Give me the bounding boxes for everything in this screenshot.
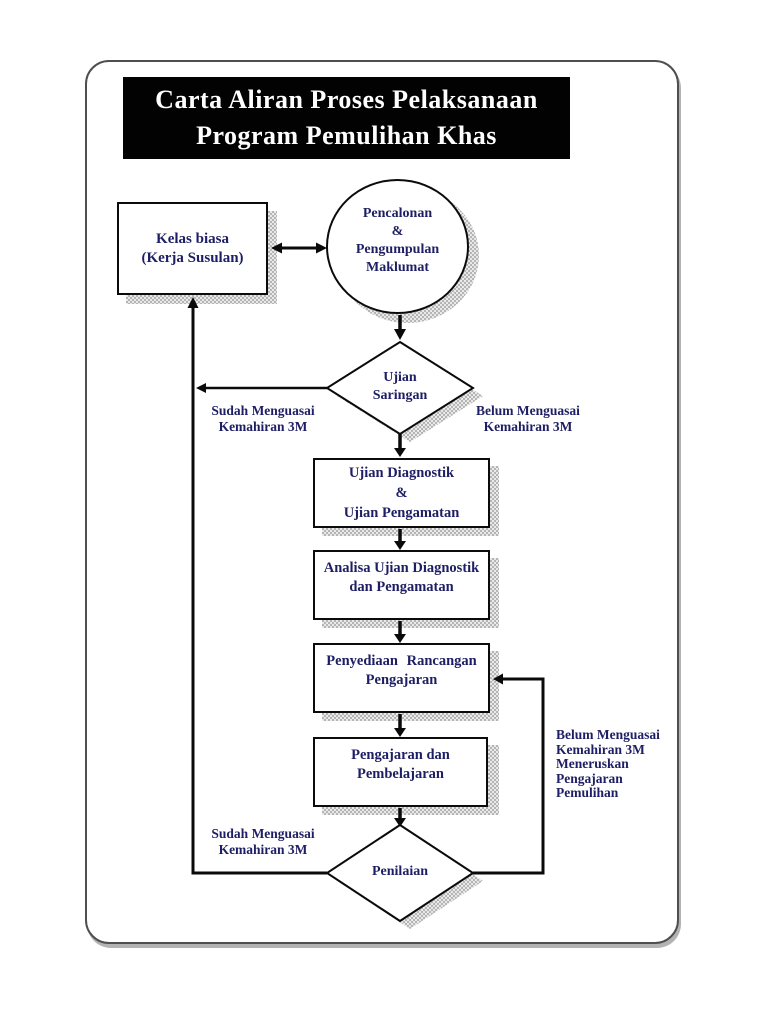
node-pengajaran-line: Pembelajaran <box>357 766 444 782</box>
edge-label-line: Kemahiran 3M <box>483 419 573 434</box>
title-banner: Carta Aliran Proses Pelaksanaan Program … <box>123 77 570 159</box>
title-line-1: Carta Aliran Proses Pelaksanaan <box>155 85 538 114</box>
node-penyediaan-line: Pengajaran <box>365 672 438 688</box>
edge-label-line: Belum Menguasai <box>556 727 660 742</box>
decision-saringan-line: Ujian <box>383 370 417 385</box>
edge-label-line: Belum Menguasai <box>476 403 580 418</box>
edge-label-line: Meneruskan <box>556 756 629 771</box>
node-ujian-diagnostik-line: & <box>395 485 408 501</box>
node-analisa: Analisa Ujian Diagnostik dan Pengamatan <box>313 550 490 620</box>
node-kelas-biasa-line: Kelas biasa <box>156 230 229 247</box>
node-penyediaan-line: Penyediaan Rancangan <box>326 653 477 669</box>
edge-label-line: Pemulihan <box>556 785 619 800</box>
node-kelas-biasa: Kelas biasa (Kerja Susulan) <box>117 202 268 295</box>
edge-label-line: Kemahiran 3M <box>218 419 308 434</box>
edge-label-line: Kemahiran 3M <box>556 741 645 757</box>
edge-label-line: Sudah Menguasai <box>211 403 315 418</box>
node-pencalonan-line: Pencalonan <box>362 205 433 221</box>
node-ujian-diagnostik-line: Ujian Diagnostik <box>348 465 455 481</box>
node-penyediaan: Penyediaan Rancangan Pengajaran <box>313 643 490 713</box>
node-ujian-diagnostik: Ujian Diagnostik & Ujian Pengamatan <box>313 458 490 528</box>
edge-label-line: Kemahiran 3M <box>218 842 308 857</box>
edge-label-line: Sudah Menguasai <box>211 826 315 841</box>
edge-label-belum-menguasai-bottom: Belum Menguasai Kemahiran 3M Meneruskan … <box>556 727 668 801</box>
node-pengajaran-line: Pengajaran dan <box>351 747 450 763</box>
node-kelas-biasa-line: (Kerja Susulan) <box>141 249 244 266</box>
decision-penilaian-line: Penilaian <box>371 864 428 879</box>
node-ujian-diagnostik-line: Ujian Pengamatan <box>343 505 460 521</box>
decision-penilaian-label: Penilaian <box>327 828 473 916</box>
node-analisa-line: Analisa Ujian Diagnostik <box>323 560 480 576</box>
edge-label-sudah-menguasai-top: Sudah Menguasai Kemahiran 3M <box>203 403 323 435</box>
node-pencalonan-line: & <box>391 223 404 239</box>
node-analisa-line: dan Pengamatan <box>349 579 454 595</box>
decision-saringan-line: Saringan <box>372 388 428 403</box>
edge-label-line: Pengajaran <box>556 770 623 786</box>
node-pencalonan-line: Pengumpulan <box>355 241 440 257</box>
edge-label-sudah-menguasai-bottom: Sudah Menguasai Kemahiran 3M <box>203 826 323 858</box>
title-line-2: Program Pemulihan Khas <box>196 121 497 150</box>
node-pencalonan-line: Maklumat <box>366 259 429 275</box>
node-pencalonan-circle: Pencalonan & Pengumpulan Maklumat <box>326 179 469 314</box>
decision-ujian-saringan-label: Ujian Saringan <box>327 344 473 430</box>
edge-label-belum-menguasai-top: Belum Menguasai Kemahiran 3M <box>468 403 588 435</box>
node-pengajaran: Pengajaran dan Pembelajaran <box>313 737 488 807</box>
